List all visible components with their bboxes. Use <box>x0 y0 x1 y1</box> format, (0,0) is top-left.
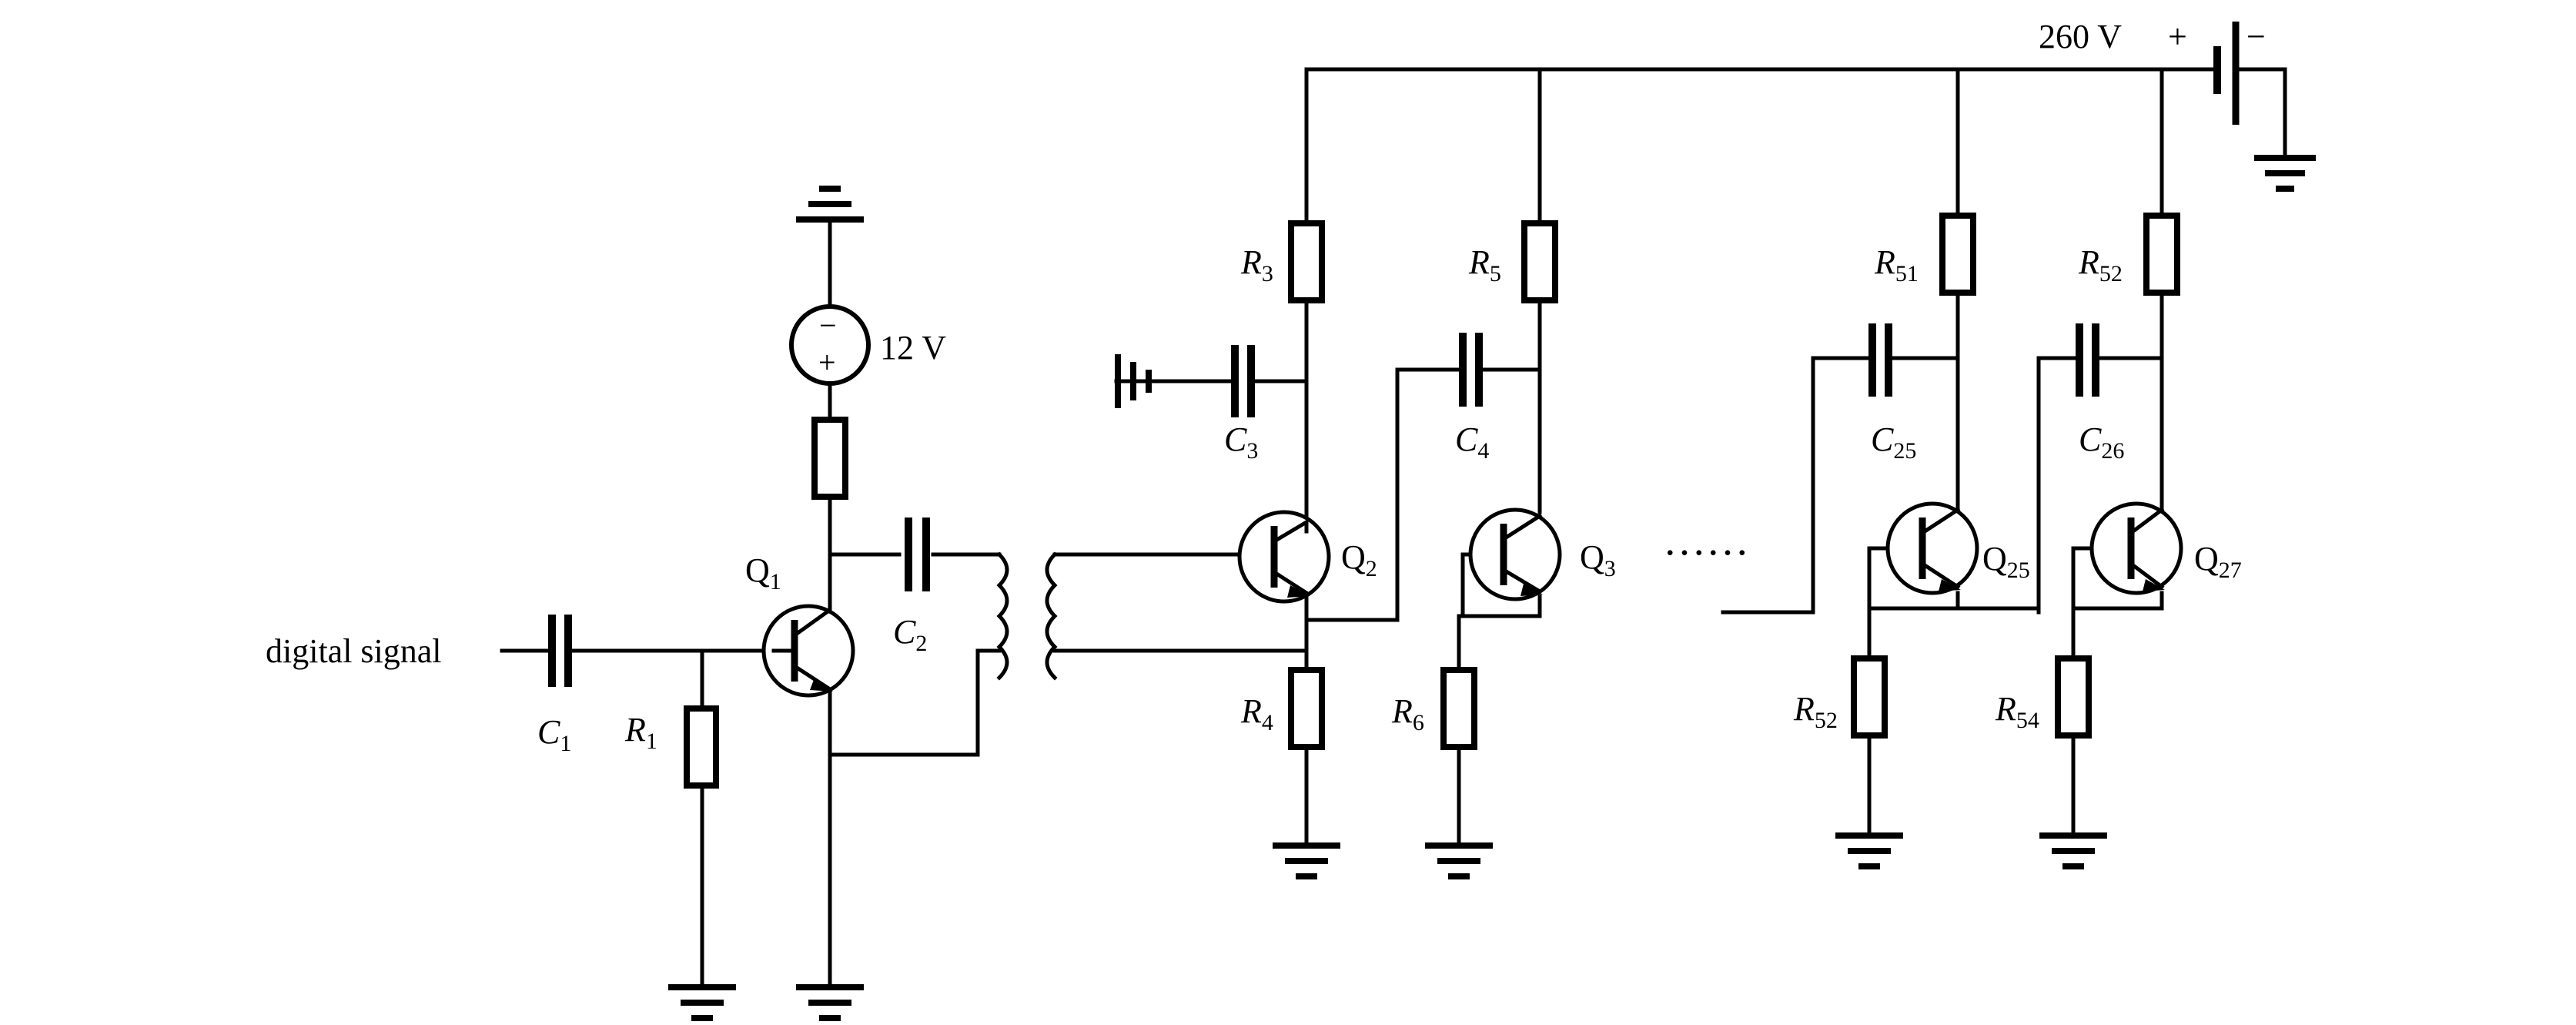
ground-symbol-r1 <box>668 984 736 1021</box>
battery-plus-label: + <box>2168 18 2187 55</box>
capacitor-c4 <box>1459 333 1483 407</box>
transistor-q1 <box>761 552 855 988</box>
resistor-r6 <box>1440 667 1477 750</box>
ground-symbol-r4 <box>1273 842 1340 879</box>
battery-260v <box>2213 22 2316 192</box>
ground-symbol-c3 <box>1115 354 1152 408</box>
ground-symbol-r6 <box>1425 842 1493 879</box>
ground-symbol-r54 <box>2039 832 2107 869</box>
r52-lower-label: R52 <box>1793 690 1838 733</box>
r51-label: R51 <box>1874 243 1919 286</box>
transistor-q25 <box>1885 501 1979 595</box>
battery-minus-label: − <box>2246 18 2266 55</box>
q3-wiring <box>1457 298 1542 848</box>
resistor-r52-upper <box>2143 213 2180 296</box>
supply-rail-260v <box>1304 67 2218 226</box>
c3-label: C3 <box>1224 420 1258 464</box>
resistor-r4 <box>1288 667 1325 750</box>
capacitor-c25 <box>1868 323 1892 397</box>
ground-symbol-battery <box>2254 155 2316 192</box>
capacitor-c26 <box>2076 323 2099 397</box>
transistor-q27 <box>2089 501 2183 595</box>
input-label: digital signal <box>266 632 442 670</box>
r52-upper-label: R52 <box>2078 243 2123 286</box>
q2-label: Q2 <box>1341 538 1377 581</box>
q25-label: Q25 <box>1982 540 2030 583</box>
q27-label: Q27 <box>2194 540 2242 583</box>
r4-label: R4 <box>1240 692 1273 735</box>
battery-voltage-label: 260 V <box>2039 18 2122 55</box>
input-wiring <box>500 648 776 988</box>
voltage-source-12v: − + <box>789 304 871 386</box>
source-12v-label: 12 V <box>880 329 946 367</box>
resistor-q1-collector <box>811 417 848 500</box>
q27-wiring <box>2036 290 2164 838</box>
r1-label: R1 <box>624 711 657 754</box>
capacitor-c3 <box>1231 345 1255 417</box>
resistor-r1 <box>684 705 719 789</box>
r3-label: R3 <box>1240 243 1273 286</box>
c4-label: C4 <box>1455 420 1489 464</box>
source-minus-sign: − <box>819 308 837 343</box>
c1-label: C1 <box>537 713 571 756</box>
transistor-q2 <box>1237 510 1331 604</box>
r5-label: R5 <box>1468 243 1501 286</box>
resistor-r5 <box>1521 220 1558 303</box>
ground-symbol-q1 <box>796 984 864 1021</box>
q25-wiring <box>1721 290 2041 838</box>
resistor-r3 <box>1288 220 1325 303</box>
r54-label: R54 <box>1995 690 2039 733</box>
ellipsis: …… <box>1663 517 1749 564</box>
r6-label: R6 <box>1391 692 1424 735</box>
resistor-r54 <box>2055 655 2092 739</box>
q3-label: Q3 <box>1580 538 1616 581</box>
capacitor-c1 <box>548 615 572 687</box>
c26-label: C26 <box>2079 420 2124 464</box>
q1-label: Q1 <box>745 551 781 595</box>
q1-collector-wiring <box>828 221 1002 757</box>
resistor-r51 <box>1939 213 1976 296</box>
resistor-r52-lower <box>1851 655 1888 739</box>
ground-symbol-12v <box>796 186 864 223</box>
c25-label: C25 <box>1871 420 1916 464</box>
ground-symbol-r52-lower <box>1835 832 1903 869</box>
transistor-q3 <box>1468 507 1562 601</box>
source-plus-sign: + <box>818 345 836 380</box>
capacitor-c2 <box>905 518 930 591</box>
transformer <box>996 551 1309 681</box>
c2-label: C2 <box>893 613 927 656</box>
